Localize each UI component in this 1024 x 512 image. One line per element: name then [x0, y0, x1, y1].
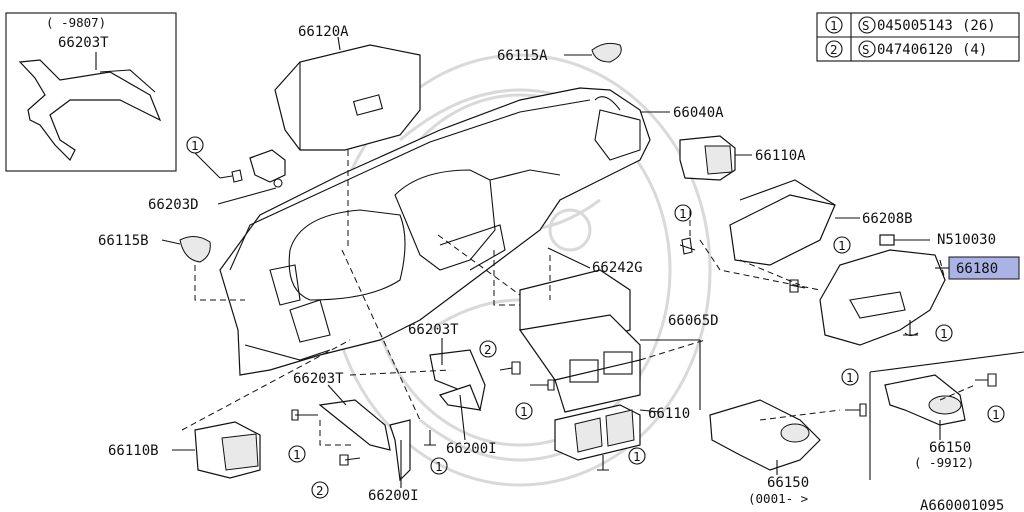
label-66110A[interactable]: 66110A [755, 148, 806, 164]
callout-1-b: 1 [679, 206, 687, 221]
label-66110[interactable]: 66110 [648, 406, 690, 422]
legend-num-2: 2 [830, 42, 838, 57]
callout-1-g: 1 [435, 459, 443, 474]
legend-code-2: 047406120 [877, 42, 953, 58]
legend-prefix-1: S [862, 18, 870, 33]
inset-panel: ( -9807) 66203T [5, 12, 177, 172]
range-66150-center: (0001- > [748, 491, 808, 506]
bracket-66203T-lower [318, 399, 391, 451]
label-66120A[interactable]: 66120A [298, 24, 349, 40]
clip-N510030 [879, 234, 895, 246]
bracket-66203D [249, 149, 286, 188]
label-66203T-center[interactable]: 66203T [408, 322, 459, 338]
label-66203T-lower[interactable]: 66203T [293, 371, 344, 387]
legend-qty-2: (4) [962, 42, 987, 58]
vent-66110A [679, 135, 736, 181]
label-66115B[interactable]: 66115B [98, 233, 149, 249]
inset-part-label: 66203T [58, 35, 109, 51]
duct-66150-center [709, 399, 821, 471]
callout-1-f: 1 [293, 447, 301, 462]
callout-1-h: 1 [633, 449, 641, 464]
callout-1-j: 1 [992, 407, 1000, 422]
assembly-lines [181, 150, 976, 446]
callout-1-c: 1 [838, 238, 846, 253]
inset-range: ( -9807) [46, 15, 106, 30]
inset-bracket [18, 59, 162, 162]
callout-markers: 1 1 1 1 2 1 1 2 1 1 1 1 [186, 136, 1005, 499]
screws [219, 169, 997, 471]
label-66150-center[interactable]: 66150 [767, 475, 809, 491]
instrument-panel [219, 87, 651, 376]
label-66180[interactable]: 66180 [956, 261, 998, 277]
legend-code-1: 045005143 [877, 18, 953, 34]
callout-1-e: 1 [520, 404, 528, 419]
callout-1-i: 1 [846, 370, 854, 385]
callout-2-a: 2 [484, 342, 492, 357]
label-66242G[interactable]: 66242G [592, 260, 643, 276]
legend-table: 1 S 045005143 (26) 2 S 047406120 (4) [816, 12, 1020, 62]
center-panel-66065D [518, 269, 641, 413]
leader-lines [161, 36, 950, 488]
label-66208B[interactable]: 66208B [862, 211, 913, 227]
box-66208B [729, 179, 836, 266]
bracket-66200I-lower [389, 419, 411, 482]
meter-hood-66180 [819, 249, 946, 346]
label-N510030[interactable]: N510030 [937, 232, 996, 248]
label-66110B[interactable]: 66110B [108, 443, 159, 459]
vent-66115B [179, 236, 211, 263]
highlight-66180 [948, 256, 1020, 280]
legend-num-1: 1 [830, 18, 838, 33]
legend-qty-1: (26) [962, 18, 996, 34]
vent-66110 [554, 404, 641, 461]
label-66040A[interactable]: 66040A [673, 105, 724, 121]
label-66115A[interactable]: 66115A [497, 48, 548, 64]
duct-66150-right [869, 351, 1024, 480]
label-66065D[interactable]: 66065D [668, 313, 719, 329]
callout-1-a: 1 [191, 138, 199, 153]
diagram-id: A660001095 [920, 498, 1004, 512]
vent-66115A [591, 42, 622, 63]
label-66150-right[interactable]: 66150 [929, 440, 971, 456]
label-66203D[interactable]: 66203D [148, 197, 199, 213]
legend-prefix-2: S [862, 42, 870, 57]
range-66150-right: ( -9912) [914, 455, 974, 470]
label-66200I-lower[interactable]: 66200I [368, 488, 419, 504]
label-66200I-center[interactable]: 66200I [446, 441, 497, 457]
panel-pad-66120A [274, 44, 421, 151]
callout-1-d: 1 [940, 326, 948, 341]
vent-66110B [194, 421, 261, 479]
callout-2-b: 2 [316, 483, 324, 498]
